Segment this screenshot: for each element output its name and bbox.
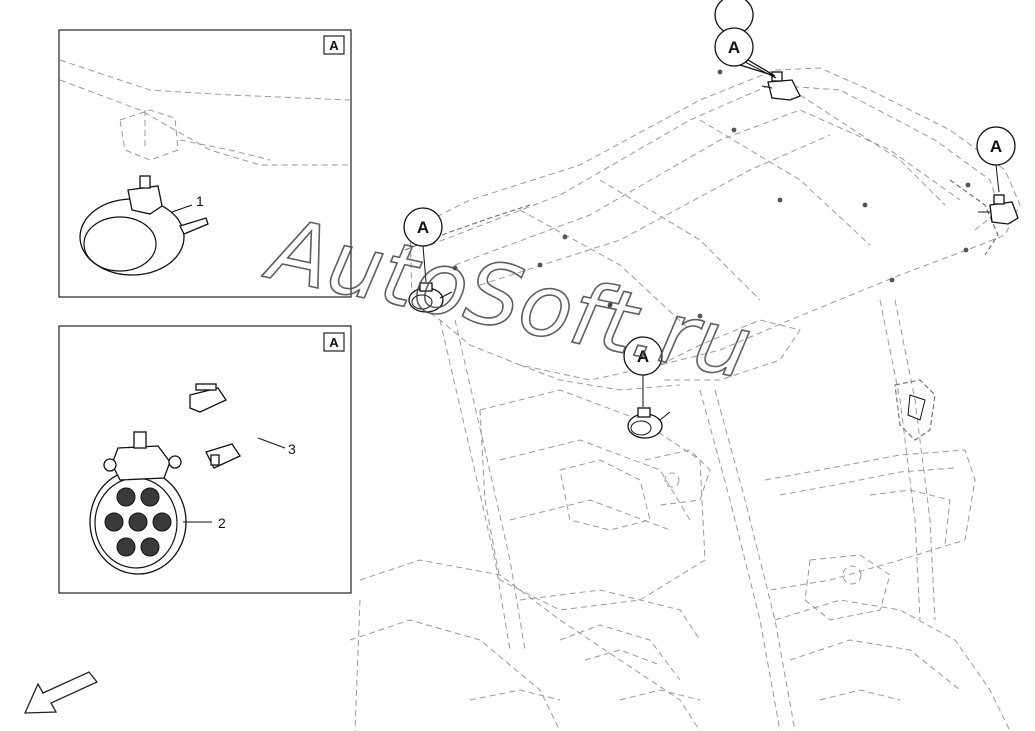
oval-work-lamp-icon <box>79 175 209 276</box>
cab-lamp-front-left[interactable] <box>408 282 453 313</box>
front-direction-arrow-icon <box>23 671 99 714</box>
cab-lamp-rear-right[interactable] <box>978 194 1019 225</box>
callout-a-rear[interactable]: A <box>714 0 777 79</box>
callout-a-left[interactable]: A <box>403 207 443 283</box>
wiring-harness-icon <box>189 372 294 469</box>
detail-box-oval-lamp: A 1 <box>58 29 352 298</box>
svg-text:A: A <box>637 347 649 366</box>
cab-lamp-front-right[interactable] <box>627 407 671 439</box>
svg-text:A: A <box>417 218 429 237</box>
svg-text:A: A <box>329 38 339 53</box>
cab-frame-outline <box>349 67 1021 731</box>
svg-text:2: 2 <box>218 515 226 531</box>
cab-lamp-rear-center[interactable] <box>761 71 801 101</box>
svg-text:A: A <box>728 38 740 57</box>
box-tag <box>323 35 345 55</box>
svg-text:1: 1 <box>196 193 204 209</box>
roof-bolts <box>452 69 971 319</box>
callout-a-right[interactable]: A <box>976 126 1016 193</box>
box-tag <box>323 332 345 352</box>
round-led-work-lamp-icon <box>89 431 187 575</box>
svg-text:A: A <box>990 137 1002 156</box>
svg-text:A: A <box>329 335 339 350</box>
callout-a-center[interactable]: A <box>623 336 663 407</box>
svg-text:3: 3 <box>288 441 296 457</box>
detail-box-led-lamp: A 3 2 <box>58 325 352 594</box>
